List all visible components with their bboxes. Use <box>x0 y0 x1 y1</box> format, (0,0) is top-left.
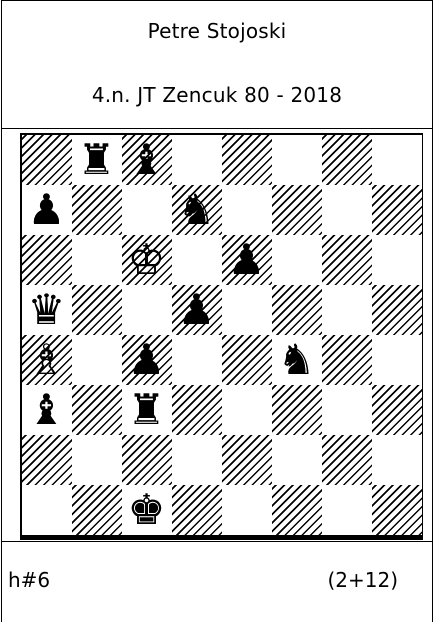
black-rook-c3: ♜ <box>122 385 172 435</box>
diagram-header: Petre Stojoski 4.n. JT Zencuk 80 - 2018 <box>2 0 432 129</box>
square-a3: ♝ <box>22 385 72 435</box>
black-pawn-e6: ♟ <box>222 235 272 285</box>
square-f6 <box>272 235 322 285</box>
square-b3 <box>72 385 122 435</box>
square-g2 <box>322 435 372 485</box>
square-g7 <box>322 185 372 235</box>
board-grid: ♜♝♟♞♔♟♛♟♗♟♞♝♜♚ <box>20 133 423 540</box>
square-g1 <box>322 485 372 535</box>
square-d4 <box>172 335 222 385</box>
square-d3 <box>172 385 222 435</box>
square-g3 <box>322 385 372 435</box>
square-b2 <box>72 435 122 485</box>
author-name: Petre Stojoski <box>2 19 432 43</box>
square-c1: ♚ <box>122 485 172 535</box>
black-bishop-a3: ♝ <box>22 385 72 435</box>
square-e4 <box>222 335 272 385</box>
black-rook-b8: ♜ <box>72 135 122 185</box>
white-king-c6: ♔ <box>122 235 172 285</box>
square-f5 <box>272 285 322 335</box>
black-queen-a5: ♛ <box>22 285 72 335</box>
square-a2 <box>22 435 72 485</box>
black-knight-d7: ♞ <box>172 185 222 235</box>
square-f3 <box>272 385 322 435</box>
square-c3: ♜ <box>122 385 172 435</box>
square-b4 <box>72 335 122 385</box>
square-d2 <box>172 435 222 485</box>
square-c8: ♝ <box>122 135 172 185</box>
square-h4 <box>372 335 422 385</box>
square-h8 <box>372 135 422 185</box>
square-e1 <box>222 485 272 535</box>
square-f7 <box>272 185 322 235</box>
square-b7 <box>72 185 122 235</box>
square-b6 <box>72 235 122 285</box>
square-d8 <box>172 135 222 185</box>
white-bishop-a4: ♗ <box>22 335 72 385</box>
square-b1 <box>72 485 122 535</box>
black-king-c1: ♚ <box>122 485 172 535</box>
square-c2 <box>122 435 172 485</box>
piece-count: (2+12) <box>327 568 398 592</box>
square-e2 <box>222 435 272 485</box>
square-e6: ♟ <box>222 235 272 285</box>
square-h6 <box>372 235 422 285</box>
square-h7 <box>372 185 422 235</box>
black-pawn-a7: ♟ <box>22 185 72 235</box>
square-e8 <box>222 135 272 185</box>
square-a1 <box>22 485 72 535</box>
square-b8: ♜ <box>72 135 122 185</box>
square-f8 <box>272 135 322 185</box>
square-h5 <box>372 285 422 335</box>
square-c6: ♔ <box>122 235 172 285</box>
square-g6 <box>322 235 372 285</box>
square-c7 <box>122 185 172 235</box>
square-d5: ♟ <box>172 285 222 335</box>
square-a8 <box>22 135 72 185</box>
square-h2 <box>372 435 422 485</box>
square-a6 <box>22 235 72 285</box>
chessboard: ♜♝♟♞♔♟♛♟♗♟♞♝♜♚ <box>20 133 423 540</box>
square-f2 <box>272 435 322 485</box>
square-b5 <box>72 285 122 335</box>
square-e3 <box>222 385 272 435</box>
square-c4: ♟ <box>122 335 172 385</box>
black-pawn-d5: ♟ <box>172 285 222 335</box>
square-d6 <box>172 235 222 285</box>
black-bishop-c8: ♝ <box>122 135 172 185</box>
diagram-footer: h#6 (2+12) <box>2 541 432 623</box>
source-line: 4.n. JT Zencuk 80 - 2018 <box>2 83 432 107</box>
black-knight-f4: ♞ <box>272 335 322 385</box>
black-pawn-c4: ♟ <box>122 335 172 385</box>
square-d1 <box>172 485 222 535</box>
stipulation: h#6 <box>8 568 50 592</box>
square-f4: ♞ <box>272 335 322 385</box>
square-a4: ♗ <box>22 335 72 385</box>
square-g5 <box>322 285 372 335</box>
square-g4 <box>322 335 372 385</box>
square-h3 <box>372 385 422 435</box>
square-g8 <box>322 135 372 185</box>
square-a5: ♛ <box>22 285 72 335</box>
square-c5 <box>122 285 172 335</box>
square-e7 <box>222 185 272 235</box>
square-e5 <box>222 285 272 335</box>
square-h1 <box>372 485 422 535</box>
square-d7: ♞ <box>172 185 222 235</box>
square-f1 <box>272 485 322 535</box>
square-a7: ♟ <box>22 185 72 235</box>
